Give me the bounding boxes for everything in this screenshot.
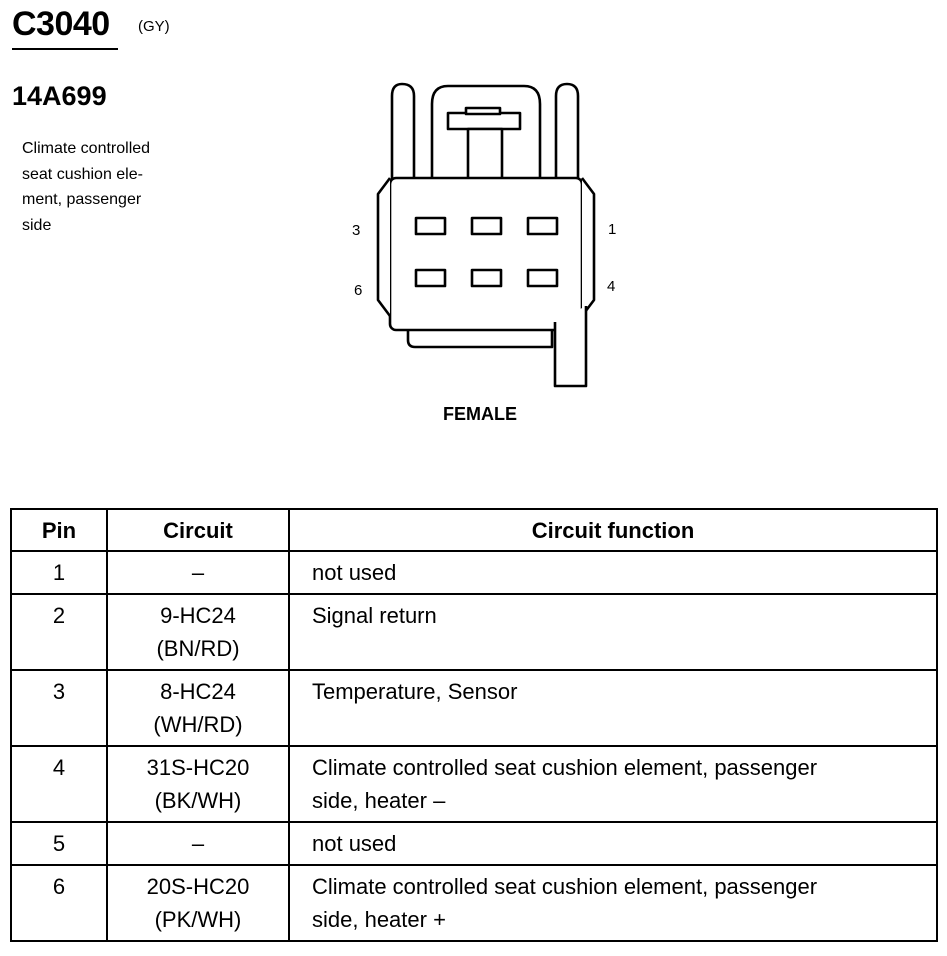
connector-right-tab bbox=[554, 82, 580, 180]
function-cell: Climate controlled seat cushion element,… bbox=[288, 745, 938, 823]
table-row: 1 – not used bbox=[10, 550, 938, 595]
wire-color: (PK/WH) bbox=[154, 907, 242, 932]
pin-cavity bbox=[470, 216, 503, 236]
circuit-number: – bbox=[191, 831, 205, 856]
pin-cell: 5 bbox=[10, 821, 108, 866]
function-text: Climate controlled seat cushion element,… bbox=[312, 755, 818, 780]
circuit-cell: 9-HC24 (BN/RD) bbox=[106, 593, 290, 671]
connector-left-ridge bbox=[376, 177, 392, 317]
circuit-cell: 8-HC24 (WH/RD) bbox=[106, 669, 290, 747]
connector-lock-tongue bbox=[446, 111, 522, 131]
description-line: Climate controlled bbox=[22, 140, 151, 157]
function-cell: not used bbox=[288, 550, 938, 595]
pin-cavity bbox=[526, 268, 559, 288]
function-cell: not used bbox=[288, 821, 938, 866]
wire-color: (BN/RD) bbox=[156, 636, 240, 661]
circuit-number: 31S-HC20 bbox=[146, 755, 250, 780]
pin-cell: 4 bbox=[10, 745, 108, 823]
function-text: side, heater + bbox=[312, 907, 446, 932]
table-header-row: Pin Circuit Circuit function bbox=[10, 508, 938, 552]
description-line: seat cushion ele- bbox=[22, 165, 143, 183]
pin-label-6: 6 bbox=[354, 282, 363, 299]
circuit-cell: – bbox=[106, 821, 290, 866]
pin-cell: 3 bbox=[10, 669, 108, 747]
column-header-circuit: Circuit bbox=[106, 508, 290, 552]
description-line: ment, passenger bbox=[22, 191, 142, 208]
function-text: not used bbox=[312, 560, 397, 585]
connector-color: (GY) bbox=[138, 18, 170, 35]
pin-cavity bbox=[470, 268, 503, 288]
column-header-pin: Pin bbox=[10, 508, 108, 552]
circuit-cell: 31S-HC20 (BK/WH) bbox=[106, 745, 290, 823]
function-text: Climate controlled seat cushion element,… bbox=[312, 874, 818, 899]
pin-cavity bbox=[526, 216, 559, 236]
function-text: side, heater – bbox=[312, 788, 446, 813]
table-row: 3 8-HC24 (WH/RD) Temperature, Sensor bbox=[10, 669, 938, 747]
pin-cell: 6 bbox=[10, 864, 108, 942]
column-header-function: Circuit function bbox=[288, 508, 938, 552]
connector-face-drawing bbox=[376, 82, 596, 388]
connector-lock-tab bbox=[464, 106, 502, 116]
pin-cell: 1 bbox=[10, 550, 108, 595]
table-row: 2 9-HC24 (BN/RD) Signal return bbox=[10, 593, 938, 671]
pin-label-3: 3 bbox=[352, 222, 361, 239]
function-cell: Signal return bbox=[288, 593, 938, 671]
function-cell: Temperature, Sensor bbox=[288, 669, 938, 747]
pin-cavity bbox=[414, 216, 447, 236]
connector-left-tab bbox=[390, 82, 416, 180]
pin-label-4: 4 bbox=[607, 278, 616, 295]
connector-wire-lead bbox=[553, 306, 588, 388]
description-line: side bbox=[22, 216, 52, 234]
pin-cell: 2 bbox=[10, 593, 108, 671]
circuit-cell: 20S-HC20 (PK/WH) bbox=[106, 864, 290, 942]
table-row: 5 – not used bbox=[10, 821, 938, 866]
table-row: 6 20S-HC20 (PK/WH) Climate controlled se… bbox=[10, 864, 938, 942]
function-cell: Climate controlled seat cushion element,… bbox=[288, 864, 938, 942]
connector-lock-stem bbox=[466, 127, 504, 182]
circuit-number: 8-HC24 bbox=[160, 679, 236, 704]
pin-label-1: 1 bbox=[608, 221, 617, 238]
function-text: not used bbox=[312, 831, 397, 856]
circuit-number: – bbox=[191, 560, 205, 585]
connector-id: C3040 bbox=[12, 5, 110, 43]
part-number: 14A699 bbox=[12, 81, 107, 111]
circuit-number: 9-HC24 bbox=[160, 603, 236, 628]
wire-color: (WH/RD) bbox=[153, 712, 243, 737]
table-row: 4 31S-HC20 (BK/WH) Climate controlled se… bbox=[10, 745, 938, 823]
connector-face-label: FEMALE bbox=[443, 404, 517, 424]
wire-color: (BK/WH) bbox=[154, 788, 242, 813]
pin-cavity bbox=[414, 268, 447, 288]
connector-right-ridge bbox=[580, 177, 596, 317]
function-text: Temperature, Sensor bbox=[312, 679, 518, 704]
circuit-number: 20S-HC20 bbox=[146, 874, 250, 899]
function-text: Signal return bbox=[312, 603, 437, 628]
connector-body bbox=[388, 176, 584, 332]
circuit-cell: – bbox=[106, 550, 290, 595]
connector-description: Climate controlled seat cushion ele- men… bbox=[22, 136, 182, 238]
title-underline bbox=[12, 48, 118, 50]
pinout-table: Pin Circuit Circuit function 1 – not use… bbox=[10, 508, 938, 942]
